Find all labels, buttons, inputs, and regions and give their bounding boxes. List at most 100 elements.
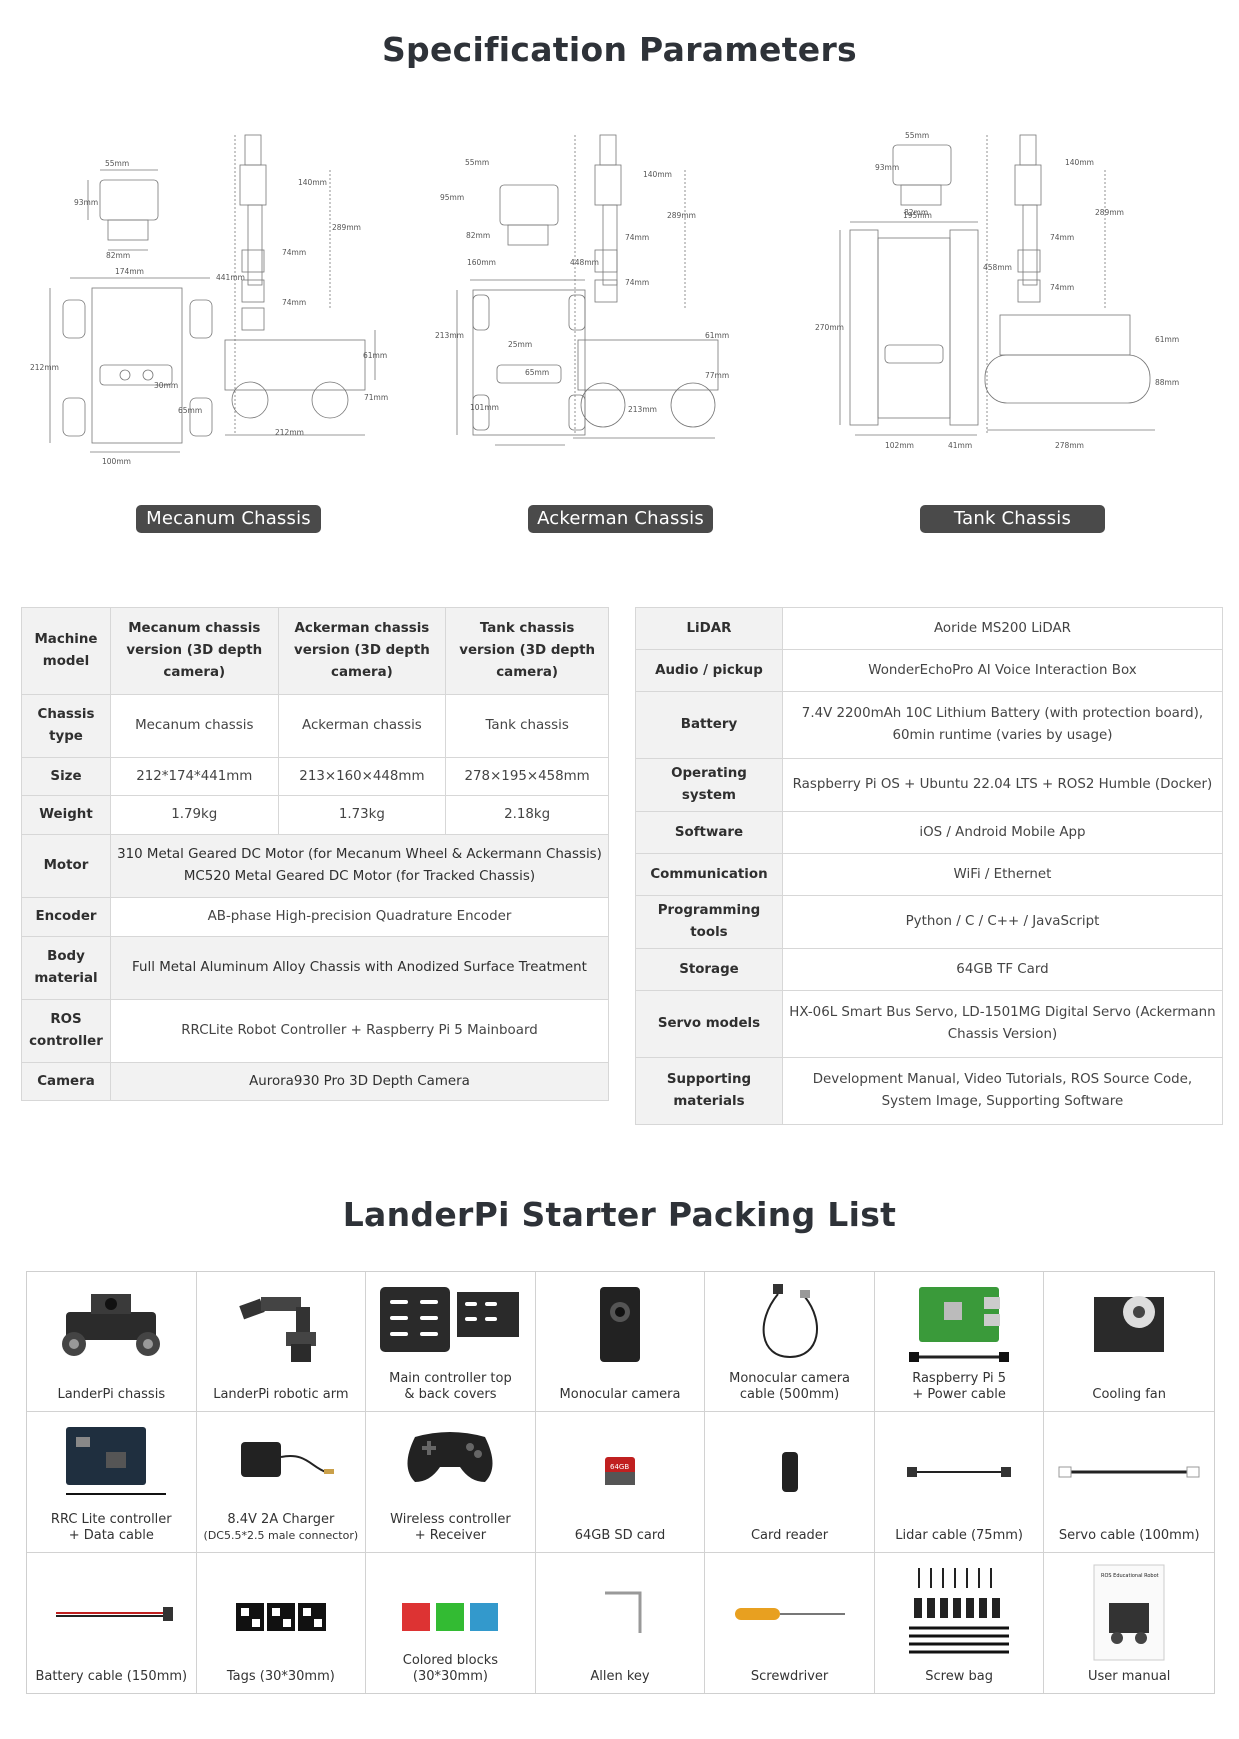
dimension-label: 77mm [705, 371, 729, 380]
dimension-label: 270mm [815, 323, 844, 332]
pack-item-arm: LanderPi robotic arm [196, 1272, 367, 1413]
table-cell: 310 Metal Geared DC Motor (for Mecanum W… [109, 834, 610, 898]
pack-item-screw-bag: Screw bag [875, 1552, 1045, 1693]
controller-board-icon [66, 1427, 167, 1496]
table-cell: 1.73kg [277, 795, 447, 835]
pack-item-label: Servo cable (100mm) [1058, 1527, 1200, 1543]
table-cell: 2.18kg [445, 795, 609, 835]
pack-item-screwdriver: Screwdriver [705, 1552, 875, 1693]
table-row: Encoder AB-phase High-precision Quadratu… [21, 897, 610, 937]
table-cell: 7.4V 2200mAh 10C Lithium Battery (with p… [781, 691, 1224, 759]
pack-item-camera: Monocular camera [535, 1272, 706, 1413]
pack-item-tags: Tags (30*30mm) [197, 1552, 367, 1693]
blocks-icon [402, 1602, 499, 1631]
pack-item-sd-card: 64GB 64GB SD card [535, 1412, 706, 1553]
dimension-label: 74mm [282, 298, 306, 307]
row-header: Programming tools [635, 895, 783, 949]
pack-item-label: Cooling fan [1092, 1387, 1167, 1403]
pack-item-label: RRC Lite controller+ Data cable [50, 1511, 172, 1543]
dimension-label: 93mm [74, 198, 98, 207]
robotic-arm-icon [239, 1297, 316, 1362]
pack-item-covers: Main controller top& back covers [366, 1272, 536, 1413]
dimension-label: 61mm [363, 351, 387, 360]
pack-item-allen-key: Allen key [536, 1552, 706, 1693]
card-reader-icon [781, 1452, 798, 1493]
pack-item-label: LanderPi chassis [57, 1387, 166, 1403]
robot-chassis-icon [62, 1294, 161, 1356]
tank-chassis-label: Tank Chassis [920, 505, 1105, 533]
pack-item-blocks: Colored blocks(30*30mm) [366, 1552, 536, 1693]
pack-item-label: User manual [1087, 1668, 1171, 1684]
pack-item-label: Monocular camera [559, 1387, 681, 1403]
table-row: ROS controller RRCLite Robot Controller … [21, 999, 610, 1063]
table-cell: Raspberry Pi OS + Ubuntu 22.04 LTS + ROS… [781, 758, 1224, 812]
pack-item-card-reader: Card reader [705, 1412, 875, 1553]
dimension-label: 65mm [525, 368, 549, 377]
packing-list-title: LanderPi Starter Packing List [342, 1195, 897, 1234]
dimension-label: 71mm [364, 393, 388, 402]
pack-item-fan: Cooling fan [1044, 1272, 1214, 1413]
column-header: Ackerman chassis version (3D depth camer… [277, 607, 447, 695]
table-cell: Full Metal Aluminum Alloy Chassis with A… [109, 936, 610, 1000]
table-cell: 64GB TF Card [781, 948, 1224, 991]
pack-item-label: Main controller top& back covers [389, 1371, 512, 1403]
table-cell: Development Manual, Video Tutorials, ROS… [781, 1057, 1224, 1125]
table-row: Chassis type Mecanum chassis Ackerman ch… [21, 694, 609, 758]
table-row: Camera Aurora930 Pro 3D Depth Camera [21, 1062, 610, 1101]
raspberry-pi-icon [909, 1287, 1010, 1362]
pack-item-raspberry-pi: Raspberry Pi 5+ Power cable [874, 1272, 1045, 1413]
dimension-label: 61mm [1155, 335, 1179, 344]
pack-item-label: Raspberry Pi 5+ Power cable [912, 1371, 1007, 1403]
servo-cable-icon [1058, 1466, 1200, 1478]
gamepad-icon [407, 1432, 493, 1483]
table-cell: Aoride MS200 LiDAR [781, 607, 1224, 650]
table-row: Machine model Mecanum chassis version (3… [21, 607, 609, 695]
dimension-label: 95mm [440, 193, 464, 202]
table-cell: Mecanum chassis [109, 694, 279, 758]
dimension-label: 441mm [216, 273, 245, 282]
pack-item-chassis: LanderPi chassis [27, 1272, 197, 1413]
table-cell: Ackerman chassis [277, 694, 447, 758]
dimension-label: 74mm [1050, 233, 1074, 242]
dimension-label: 160mm [467, 258, 496, 267]
table-cell: Python / C / C++ / JavaScript [781, 895, 1224, 949]
column-header: Mecanum chassis version (3D depth camera… [109, 607, 279, 695]
dimension-label: 88mm [1155, 378, 1179, 387]
row-header: Chassis type [21, 694, 111, 758]
dimension-label: 65mm [178, 406, 202, 415]
mecanum-chassis-label: Mecanum Chassis [136, 505, 321, 533]
table-cell: iOS / Android Mobile App [781, 811, 1224, 854]
table-row: Body material Full Metal Aluminum Alloy … [21, 936, 610, 1000]
table-row: Size 212*174*441mm 213×160×448mm 278×195… [21, 757, 609, 796]
dimension-label: 458mm [983, 263, 1012, 272]
dimension-label: 25mm [508, 340, 532, 349]
pack-item-manual: ROS Educational Robot User manual [1044, 1553, 1214, 1693]
table-cell: 212*174*441mm [109, 757, 279, 796]
dimension-label: 93mm [875, 163, 899, 172]
pack-item-label: 64GB SD card [574, 1527, 666, 1543]
packing-grid: LanderPi chassis LanderPi robotic arm Ma… [26, 1271, 1215, 1694]
row-header: Camera [21, 1062, 111, 1101]
dimension-label: 74mm [282, 248, 306, 257]
pack-item-label: Lidar cable (75mm) [895, 1527, 1023, 1543]
pack-item-label: Wireless controller+ Receiver [390, 1511, 511, 1543]
row-header: Motor [21, 834, 111, 898]
dimension-label: 74mm [625, 233, 649, 242]
table-cell: HX-06L Smart Bus Servo, LD-1501MG Digita… [781, 990, 1224, 1058]
lidar-cable-icon [907, 1467, 1012, 1478]
dimension-label: 101mm [470, 403, 499, 412]
row-header: Encoder [21, 897, 111, 937]
row-header: Servo models [635, 990, 783, 1058]
dimension-label: 100mm [102, 457, 131, 466]
dimension-label: 102mm [885, 441, 914, 450]
motor-line: 310 Metal Geared DC Motor (for Mecanum W… [117, 847, 602, 862]
dimension-label: 140mm [643, 170, 672, 179]
